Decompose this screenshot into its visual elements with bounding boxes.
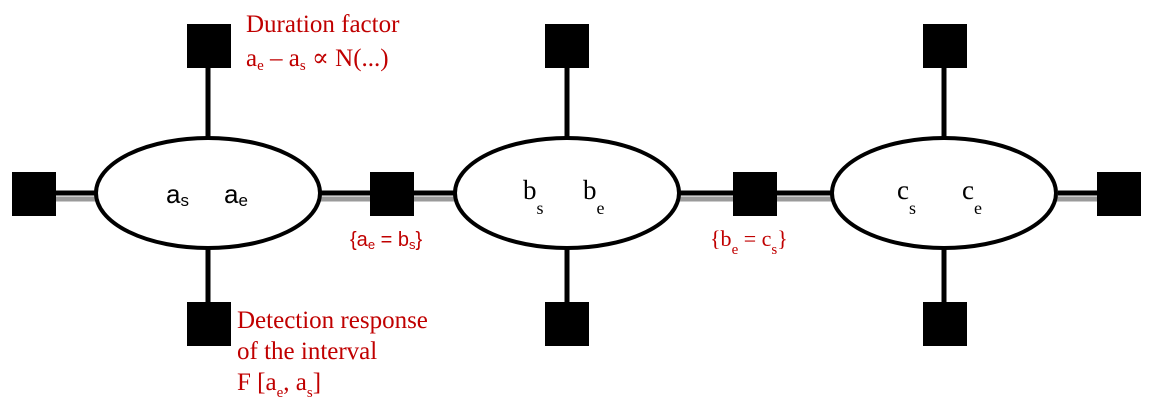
factor-duration-c	[923, 24, 967, 68]
variable-node-c: cs ce	[830, 136, 1058, 250]
variable-node-b: bs be	[453, 136, 681, 250]
node-b-end-var: b	[583, 175, 597, 205]
detection-line1: Detection response	[237, 307, 428, 334]
factor-detection-b	[545, 302, 589, 346]
variable-node-a: as ae	[94, 136, 322, 250]
svg-text:ce: ce	[962, 175, 982, 218]
node-a-end-sub: e	[238, 191, 247, 210]
node-b-start-sub: s	[537, 198, 544, 218]
factor-detection-c	[923, 302, 967, 346]
link-bc-label: {be = cs}	[710, 226, 788, 258]
node-c-end-sub: e	[974, 198, 982, 218]
detection-annotation: Detection response of the interval F [ae…	[237, 307, 428, 401]
svg-text:ae: ae	[224, 179, 248, 210]
factor-duration-a	[187, 24, 231, 68]
detection-line2: of the interval	[237, 338, 377, 365]
svg-text:bs: bs	[523, 175, 544, 218]
factor-right-end	[1097, 172, 1141, 216]
factor-link-bc	[733, 172, 777, 216]
node-a-ellipse	[94, 136, 322, 250]
link-bc-annotation: {be = cs}	[710, 226, 788, 258]
duration-line1: Duration factor	[246, 11, 400, 38]
factor-link-ab	[370, 172, 414, 216]
link-ab-label: {ae = bs}	[350, 229, 422, 252]
factor-nodes	[12, 24, 1141, 346]
factor-duration-b	[545, 24, 589, 68]
link-ab-annotation: {ae = bs}	[350, 229, 422, 252]
node-b-start-var: b	[523, 175, 537, 205]
svg-text:cs: cs	[897, 175, 916, 218]
node-b-end-sub: e	[597, 198, 605, 218]
factor-left-end	[12, 172, 56, 216]
duration-annotation: Duration factor ae – as ∝ N(...)	[246, 11, 400, 74]
svg-text:be: be	[583, 175, 605, 218]
node-c-ellipse	[830, 136, 1058, 250]
factor-detection-a	[187, 302, 231, 346]
svg-text:as: as	[166, 179, 189, 210]
node-a-start-var: a	[166, 179, 181, 209]
node-b-ellipse	[453, 136, 681, 250]
duration-line2: ae – as ∝ N(...)	[246, 45, 389, 74]
node-a-end-var: a	[224, 179, 239, 209]
node-c-end-var: c	[962, 175, 974, 205]
detection-line3: F [ae, as]	[237, 369, 321, 401]
node-c-start-sub: s	[909, 198, 916, 218]
node-c-start-var: c	[897, 175, 909, 205]
node-a-start-sub: s	[180, 191, 189, 210]
